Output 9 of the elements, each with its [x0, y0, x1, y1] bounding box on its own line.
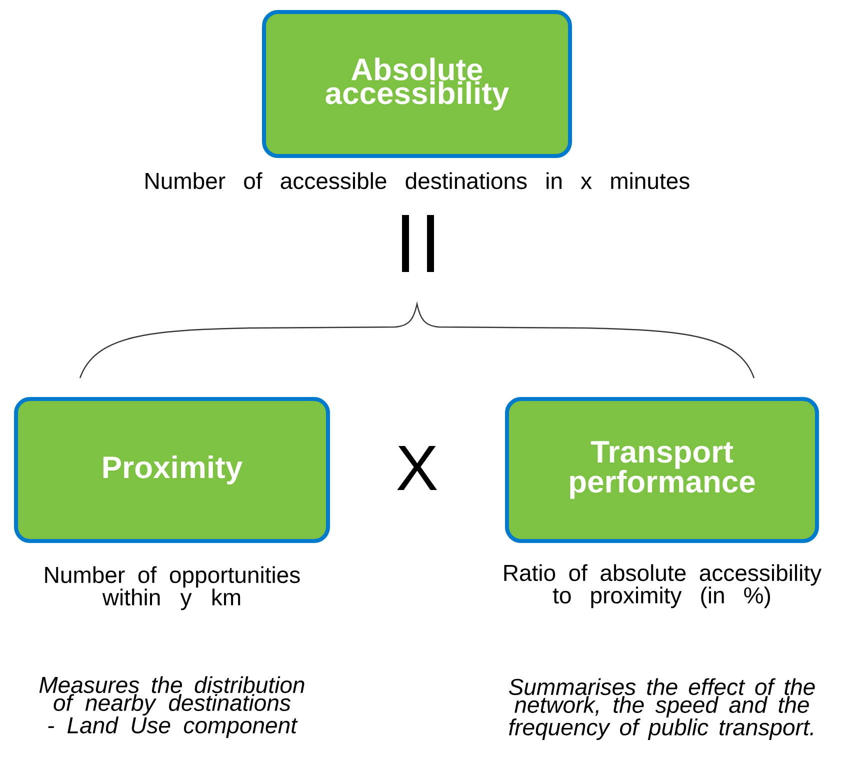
caption-text: Number of accessible destinations in x minutes	[146, 172, 690, 190]
caption-text: Measures the distribution of nearby destinations - Land Use component	[39, 676, 304, 738]
process-box: Proximity	[14, 397, 330, 543]
process-box: Absolute accessibility	[262, 10, 572, 158]
process-box: Transport performance	[505, 397, 819, 543]
caption-text: Ratio of absolute accessibility to proximity (in %)	[504, 564, 822, 608]
caption-text: Number of opportunities within y km	[45, 566, 300, 610]
multiply-sign: X	[397, 446, 437, 490]
caption-text: Summarises the effect of the network, the speed and the frequency of public transport.	[509, 678, 815, 740]
